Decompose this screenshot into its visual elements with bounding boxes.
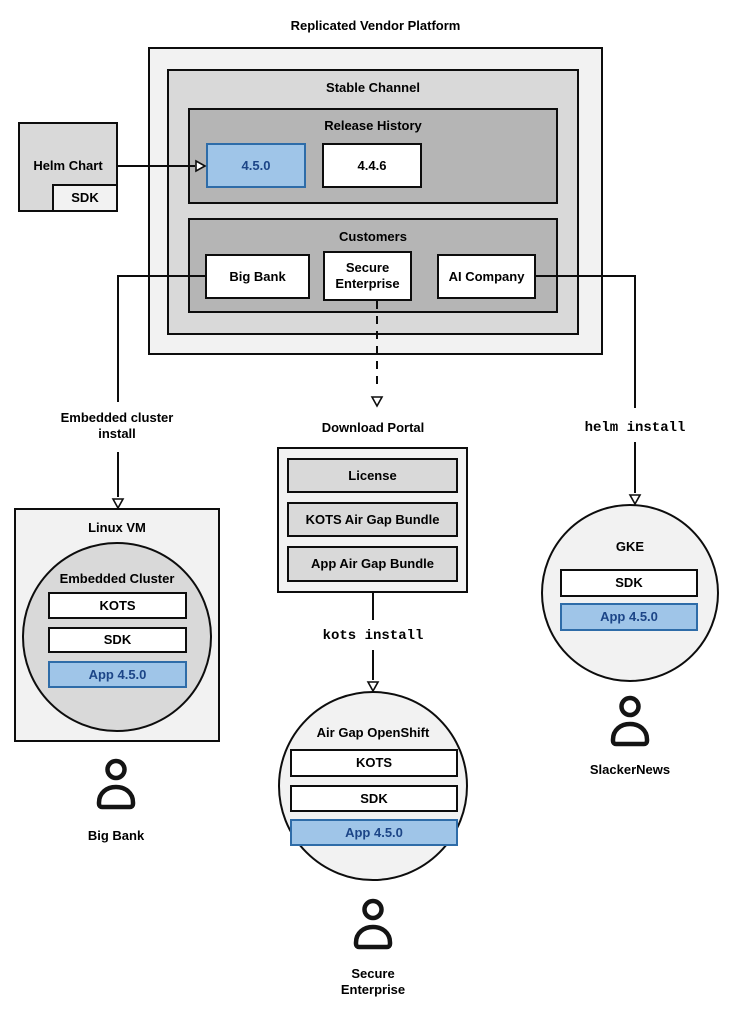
portal-license-box: License: [287, 458, 458, 493]
bigbank-branch-arrowhead: [111, 498, 125, 510]
left-kots-box: KOTS: [48, 592, 187, 619]
person-icon-slackernews: [610, 695, 650, 747]
left-app-box: App 4.5.0: [48, 661, 187, 688]
embedded-cluster-label: Embedded Cluster: [59, 571, 175, 586]
helm-chart-label: Helm Chart: [33, 158, 103, 174]
left-sdk-box: SDK: [48, 627, 187, 653]
persona-big-bank-label: Big Bank: [87, 828, 145, 843]
release-version-450: 4.5.0: [206, 143, 306, 188]
release-history-label: Release History: [324, 118, 422, 133]
customers-label: Customers: [339, 229, 407, 244]
helm-chart-sdk-box: SDK: [52, 184, 118, 212]
middle-sdk-box: SDK: [290, 785, 458, 812]
embedded-cluster-install-label: Embedded cluster install: [60, 410, 174, 442]
customer-secure-enterprise: Secure Enterprise: [323, 251, 412, 301]
portal-app-bundle-box: App Air Gap Bundle: [287, 546, 458, 582]
release-version-446: 4.4.6: [322, 143, 422, 188]
ai-company-branch-arrowhead: [628, 494, 642, 506]
right-app-box: App 4.5.0: [560, 603, 698, 631]
stable-channel-label: Stable Channel: [326, 80, 420, 95]
airgap-openshift-label: Air Gap OpenShift: [316, 725, 430, 740]
middle-app-box: App 4.5.0: [290, 819, 458, 846]
helm-install-command: helm install: [584, 420, 686, 436]
download-portal-label: Download Portal: [321, 420, 425, 435]
gke-label: GKE: [615, 539, 645, 554]
secure-enterprise-arrowhead: [370, 396, 384, 408]
kots-install-command: kots install: [322, 628, 424, 644]
persona-slackernews-label: SlackerNews: [589, 762, 671, 777]
diagram-title: Replicated Vendor Platform: [290, 18, 461, 33]
right-sdk-box: SDK: [560, 569, 698, 597]
portal-arrowhead: [366, 681, 380, 693]
customer-big-bank: Big Bank: [205, 254, 310, 299]
person-icon-secure-enterprise: [353, 898, 393, 950]
middle-kots-box: KOTS: [290, 749, 458, 777]
customer-ai-company: AI Company: [437, 254, 536, 299]
person-icon-big-bank: [96, 758, 136, 810]
persona-secure-enterprise-label: Secure Enterprise: [340, 966, 406, 998]
portal-kots-bundle-box: KOTS Air Gap Bundle: [287, 502, 458, 537]
linux-vm-label: Linux VM: [88, 520, 146, 535]
